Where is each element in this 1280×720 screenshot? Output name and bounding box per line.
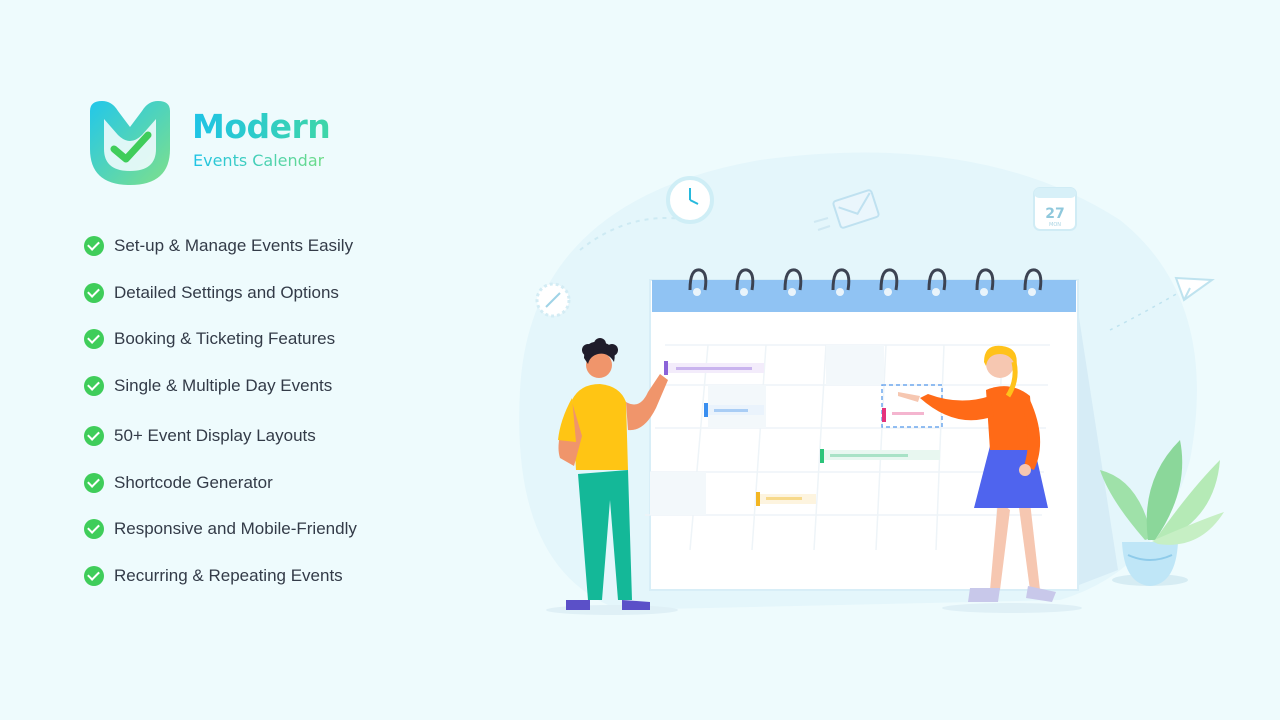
check-circle-icon — [84, 566, 104, 586]
event-bar-blue — [704, 403, 764, 417]
feature-label: Set-up & Manage Events Easily — [114, 236, 354, 255]
paper-plane-icon — [1174, 276, 1215, 302]
feature-item: Set-up & Manage Events Easily — [84, 234, 353, 258]
feature-label: 50+ Event Display Layouts — [114, 426, 316, 445]
calendar-badge-day: 27 — [1045, 206, 1064, 222]
feature-label: Responsive and Mobile-Friendly — [114, 519, 357, 538]
event-bar-yellow — [756, 492, 816, 506]
clock-icon — [666, 176, 714, 224]
feature-item: 50+ Event Display Layouts — [84, 424, 316, 448]
event-bar-green — [820, 449, 940, 463]
logo-mark-icon — [90, 101, 170, 185]
feature-label: Recurring & Repeating Events — [114, 566, 343, 585]
check-circle-icon — [84, 519, 104, 539]
check-circle-icon — [84, 426, 104, 446]
calendar-illustration: 27 MON — [519, 152, 1224, 615]
feature-item: Detailed Settings and Options — [84, 281, 339, 305]
calendar-badge-month: MON — [1049, 222, 1061, 228]
brand-subtitle: Events Calendar — [193, 151, 325, 170]
check-circle-icon — [84, 283, 104, 303]
feature-label: Booking & Ticketing Features — [114, 329, 336, 348]
feature-item: Responsive and Mobile-Friendly — [84, 517, 357, 541]
feature-label: Detailed Settings and Options — [114, 283, 339, 302]
feature-item: Single & Multiple Day Events — [84, 374, 332, 398]
feature-item: Recurring & Repeating Events — [84, 564, 343, 588]
feature-label: Single & Multiple Day Events — [114, 376, 333, 395]
man-figure — [558, 338, 668, 610]
feature-label: Shortcode Generator — [114, 473, 273, 492]
check-circle-icon — [84, 473, 104, 493]
potted-plant — [1100, 440, 1224, 586]
brand-title: Modern — [192, 107, 331, 146]
brand-logo: Modern Events Calendar — [84, 97, 344, 189]
feature-item: Booking & Ticketing Features — [84, 327, 335, 351]
check-circle-icon — [84, 376, 104, 396]
event-bar-purple — [664, 361, 764, 375]
percent-icon — [535, 282, 571, 318]
calendar-badge-icon: 27 MON — [1033, 187, 1077, 231]
check-circle-icon — [84, 236, 104, 256]
envelope-icon — [813, 189, 880, 231]
feature-item: Shortcode Generator — [84, 471, 273, 495]
check-circle-icon — [84, 329, 104, 349]
woman-figure — [898, 345, 1056, 602]
big-calendar — [645, 268, 1079, 591]
